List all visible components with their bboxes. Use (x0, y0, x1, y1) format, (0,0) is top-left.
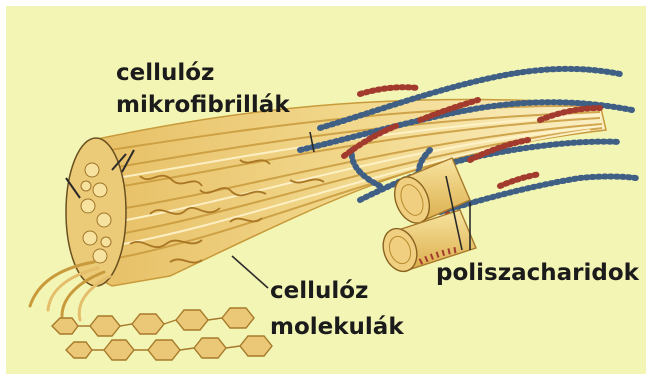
microfibril-bundle (66, 99, 606, 286)
label-molecules-line1: cellulóz (270, 278, 368, 304)
label-microfibrils-line2: mikrofibrillák (116, 92, 290, 118)
polysaccharide-chains (300, 69, 636, 252)
molecule-leader (232, 256, 268, 288)
cellulose-molecule-chains (52, 308, 272, 360)
label-molecules-line2: molekulák (270, 314, 404, 340)
label-polysaccharides: poliszacharidok (436, 260, 640, 286)
label-microfibrils-line1: cellulóz (116, 60, 214, 86)
